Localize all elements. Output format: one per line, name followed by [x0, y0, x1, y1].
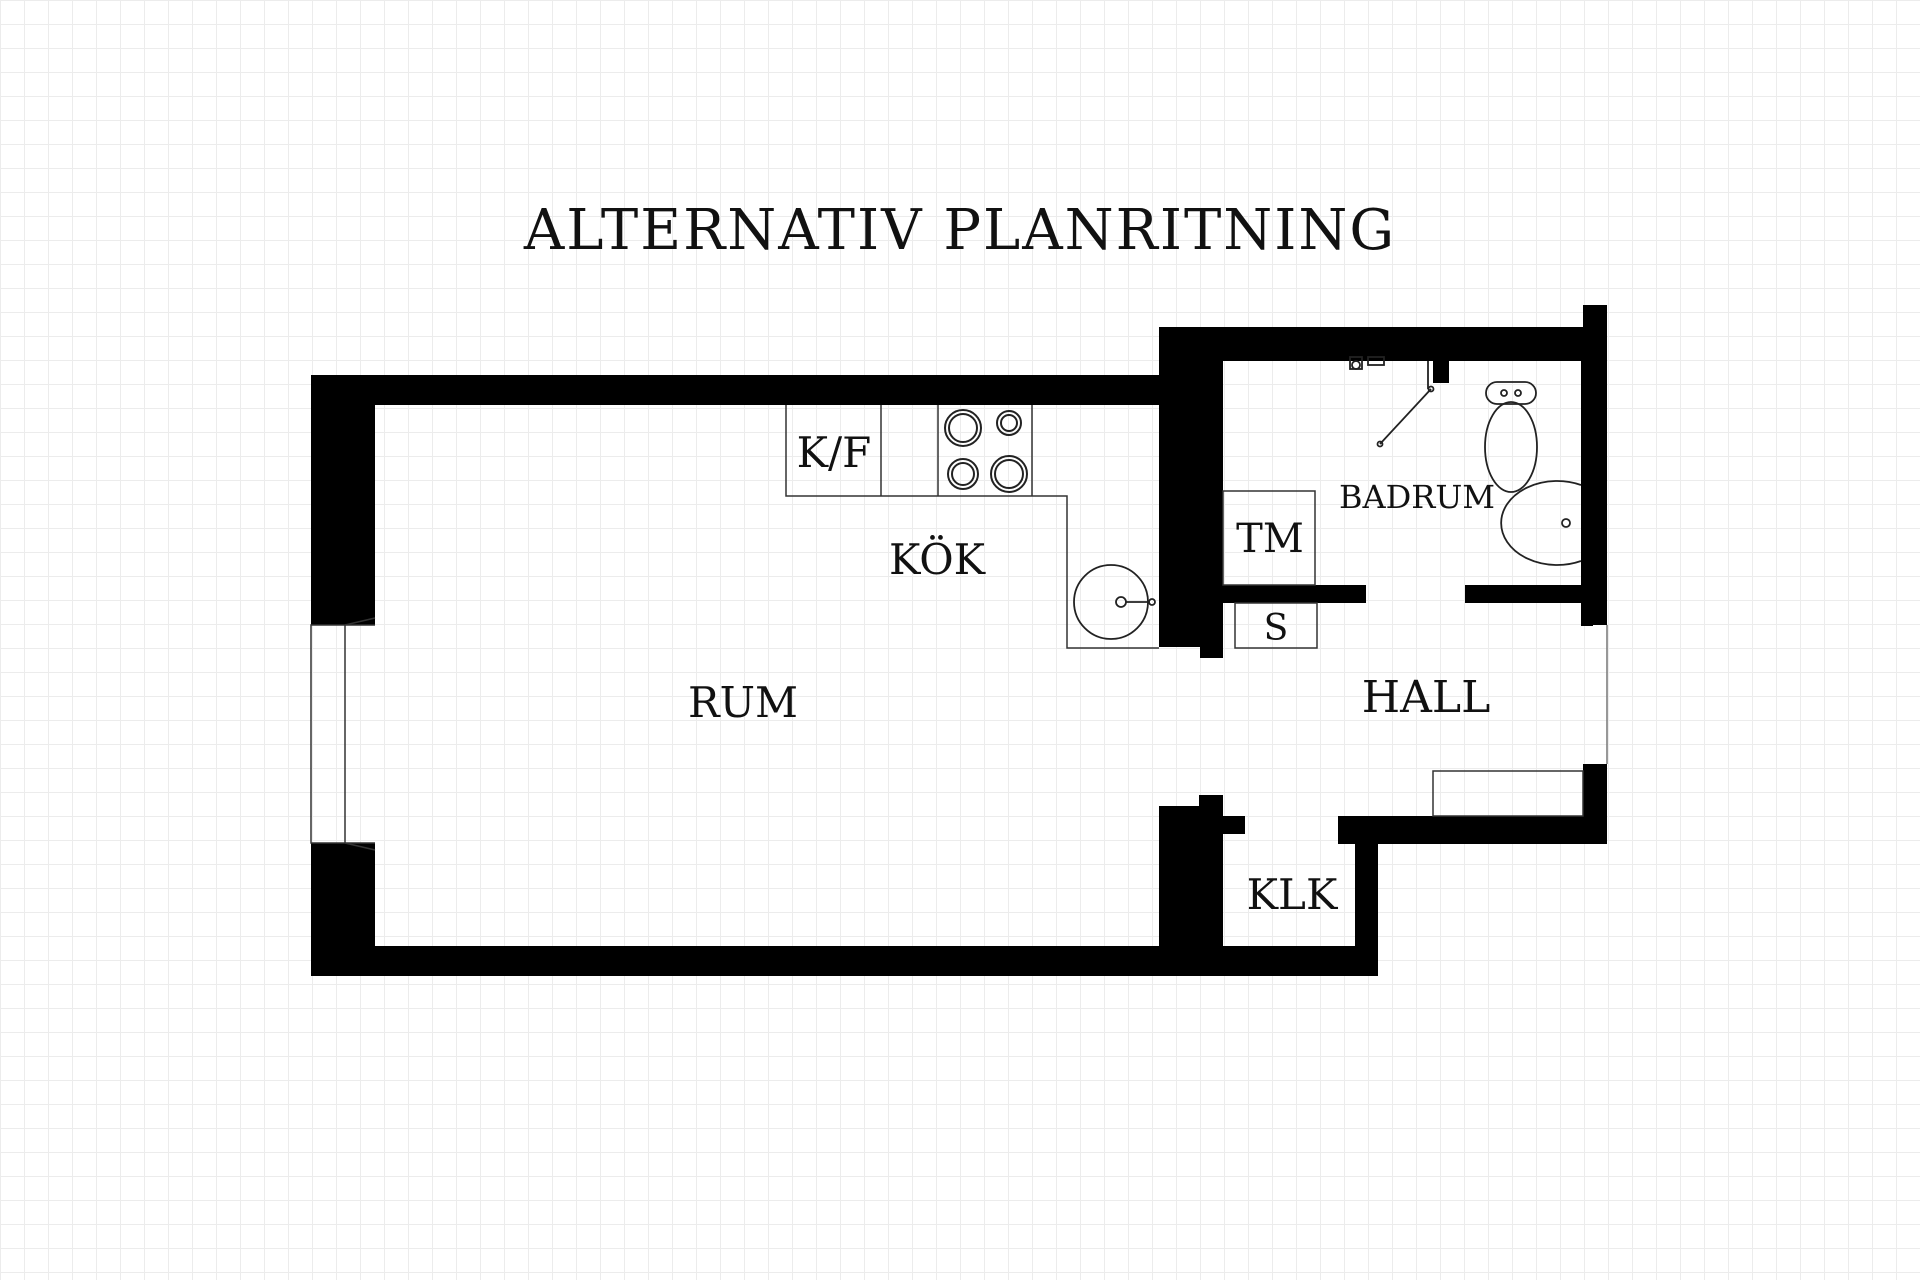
bathroom-sink-icon [1500, 480, 1582, 566]
toilet-icon [1484, 381, 1538, 493]
room-label-rum: RUM [688, 678, 798, 727]
s-box [1234, 602, 1318, 649]
wall-bathroom-top [1159, 327, 1600, 361]
wall-klk-right [1355, 834, 1378, 976]
room-label-tm: TM [1236, 516, 1304, 562]
wall-right-inner [1581, 361, 1593, 626]
room-label-kok: KÖK [889, 534, 987, 584]
tm-box [1222, 490, 1316, 586]
room-label-klk: KLK [1247, 870, 1339, 919]
room-label-s: S [1264, 608, 1289, 649]
wall-hall-bottom [1338, 816, 1607, 844]
kitchen-counter [785, 405, 1159, 649]
room-label-badrum: BADRUM [1339, 478, 1495, 516]
wall-middle-pier [1159, 806, 1223, 976]
wall-middle-pier-top [1159, 806, 1199, 822]
walls [311, 305, 1607, 976]
kitchen-sink-icon [1073, 564, 1156, 640]
window-left [310, 617, 376, 851]
appliance-boxes [1222, 490, 1318, 649]
wall-bathroom-left-jamb [1200, 590, 1223, 658]
wall-bath-stub [1433, 361, 1449, 383]
room-label-hall: HALL [1362, 672, 1491, 723]
wall-middle-pier-stub [1199, 795, 1223, 819]
wall-bath-partition-left [1223, 585, 1366, 603]
shower-icon [1349, 356, 1435, 448]
wall-klk-top-left [1223, 816, 1245, 834]
hall-bench [1432, 770, 1584, 817]
page-title: ALTERNATIV PLANRITNING [523, 198, 1397, 263]
wall-bath-partition-right [1465, 585, 1607, 603]
room-label-kf: K/F [797, 428, 872, 477]
wall-top-main [311, 375, 1159, 405]
stove-icon [944, 409, 1028, 493]
wall-left-upper [311, 375, 375, 625]
